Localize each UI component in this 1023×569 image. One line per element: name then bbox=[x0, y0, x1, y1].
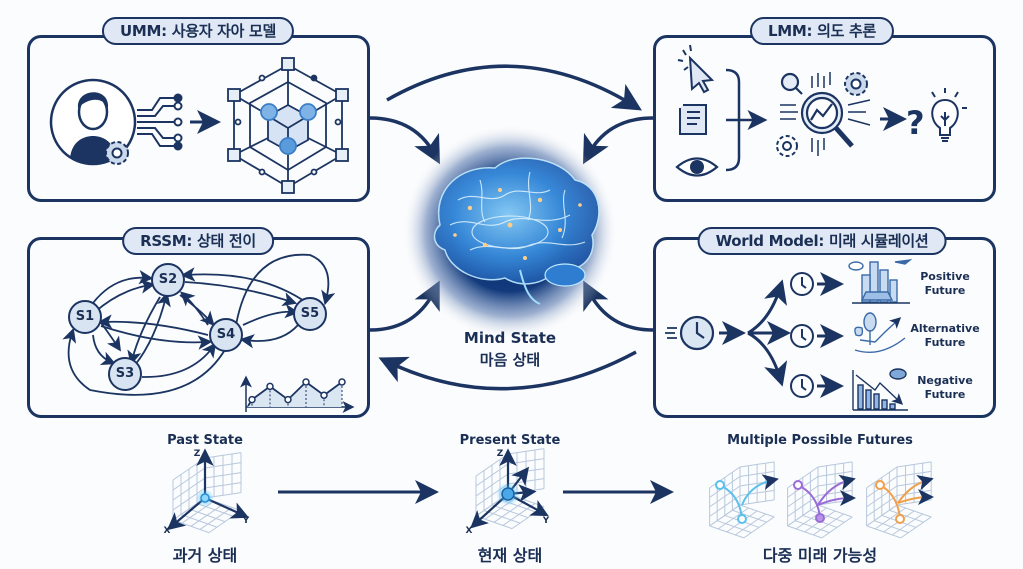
declining-chart-icon bbox=[852, 368, 908, 411]
future-grid-2 bbox=[787, 461, 853, 539]
cursor-click-icon bbox=[677, 44, 715, 94]
future-label-line1: Negative bbox=[917, 374, 973, 387]
rssm-title: RSSM: 상태 전이 bbox=[122, 227, 274, 255]
chart-point bbox=[320, 391, 328, 399]
arrow-umm-to-lmm bbox=[386, 64, 642, 111]
document-scroll-icon bbox=[679, 104, 707, 135]
arrow-world-to-rssm bbox=[378, 350, 637, 391]
chart-point bbox=[284, 395, 292, 404]
past-state-label: 과거 상태 bbox=[172, 546, 238, 565]
circuit-lines-icon bbox=[137, 97, 176, 147]
state-node-s5: S5 bbox=[293, 297, 327, 331]
network-cube-icon bbox=[227, 57, 349, 194]
futures-title: Multiple Possible Futures bbox=[727, 433, 913, 448]
axis-z: Z bbox=[193, 449, 201, 459]
chart-point bbox=[302, 378, 310, 386]
future-label-line2: Future bbox=[924, 284, 966, 297]
bracket bbox=[725, 68, 760, 172]
umm-title: UMM: 사용자 자아 모델 bbox=[101, 17, 295, 45]
magnifier-analysis-icon bbox=[780, 72, 871, 156]
present-state-title: Present State bbox=[459, 433, 561, 448]
mind-state-title-ko: 마음 상태 bbox=[479, 351, 541, 369]
city-icon bbox=[848, 258, 913, 304]
clock-icon bbox=[790, 272, 814, 398]
future-path-purple bbox=[793, 474, 856, 523]
state-node-s2: S2 bbox=[151, 263, 185, 297]
world-model-title: World Model: 미래 시뮬레이션 bbox=[697, 227, 947, 255]
chart-point bbox=[338, 378, 346, 386]
state-node-s4: S4 bbox=[209, 318, 243, 352]
umm-panel bbox=[27, 35, 370, 202]
clock-icon bbox=[665, 315, 715, 351]
future-grid-1 bbox=[709, 461, 775, 539]
future-label-alternative: Alternative Future bbox=[910, 322, 979, 350]
axis-y: Y bbox=[242, 516, 250, 526]
state-node-s1: S1 bbox=[68, 300, 102, 334]
future-label-positive: Positive Future bbox=[920, 270, 970, 298]
future-path-orange bbox=[875, 474, 934, 524]
future-grid-3 bbox=[866, 461, 932, 539]
lmm-title: LMM: 의도 추론 bbox=[749, 17, 895, 45]
axis-x: X bbox=[163, 526, 171, 536]
futures-label: 다중 미래 가능성 bbox=[762, 546, 878, 565]
future-label-line2: Future bbox=[924, 336, 966, 349]
arrow-lmm-to-mind bbox=[583, 116, 654, 165]
mind-state-title: Mind State bbox=[463, 329, 557, 347]
future-label-negative: Negative Future bbox=[917, 374, 973, 402]
circuit-nodes bbox=[173, 93, 183, 151]
arrow-world-to-mind bbox=[583, 280, 654, 332]
axis-y: Y bbox=[542, 516, 550, 526]
past-state-title: Past State bbox=[167, 433, 243, 448]
future-label-line1: Positive bbox=[920, 270, 970, 283]
future-path-cyan bbox=[715, 474, 779, 524]
brain-icon bbox=[402, 124, 618, 340]
gear-icon bbox=[776, 72, 868, 157]
eye-icon bbox=[675, 157, 719, 177]
arrow-umm-to-mind bbox=[369, 116, 440, 165]
axis-z: Z bbox=[496, 449, 504, 459]
lightbulb-icon bbox=[931, 88, 967, 142]
future-label-line1: Alternative bbox=[910, 322, 980, 335]
lmm-panel bbox=[653, 35, 996, 202]
question-mark-icon: ? bbox=[906, 104, 925, 142]
mini-chart bbox=[240, 375, 355, 413]
gear-icon bbox=[105, 141, 129, 165]
state-node-s3: S3 bbox=[108, 357, 142, 391]
present-state-label: 현재 상태 bbox=[477, 546, 543, 565]
chart-point bbox=[266, 382, 274, 391]
axis-x: X bbox=[465, 526, 473, 536]
future-label-line2: Future bbox=[924, 388, 966, 401]
chart-point bbox=[248, 395, 256, 404]
plant-growth-icon bbox=[854, 312, 906, 353]
